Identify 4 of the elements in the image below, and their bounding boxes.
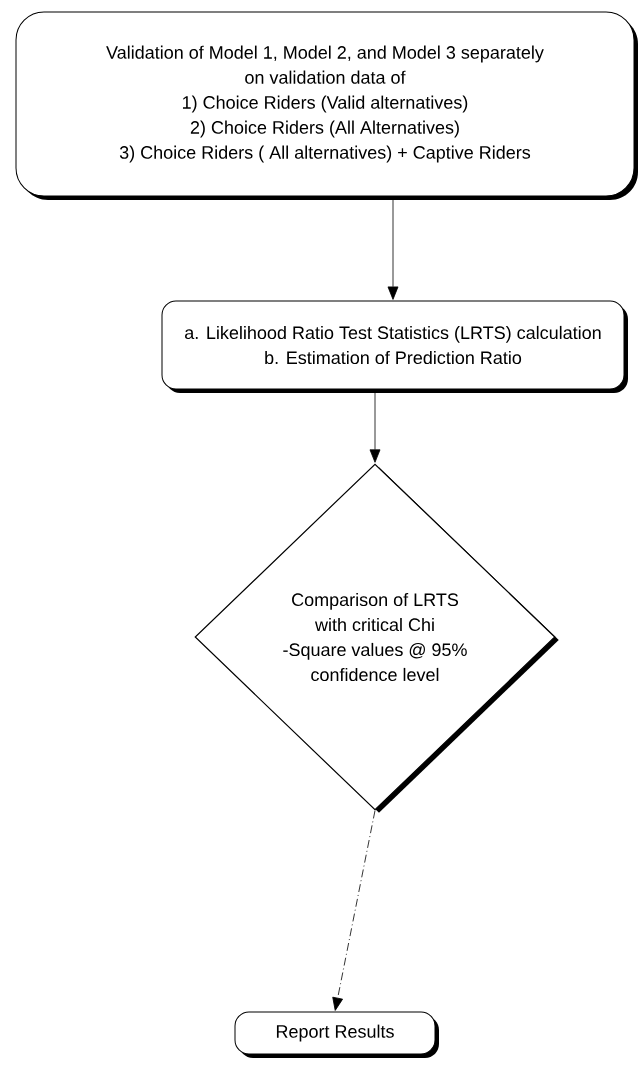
process-box: Report Results — [234, 1011, 439, 1058]
arrow — [332, 810, 376, 1011]
process-box: Validation of Model 1, Model 2, and Model 3 separately on validation data of 1) Choice Riders (Valid alternatives) 2) Choice Riders (All Alternatives) 3) Choice Riders ( All alternatives) + Captive Riders — [15, 11, 638, 200]
process-box: a. Likelihood Ratio Test Statistics (LRTS) calculation b. Estimation of Prediction Ratio — [161, 300, 628, 393]
